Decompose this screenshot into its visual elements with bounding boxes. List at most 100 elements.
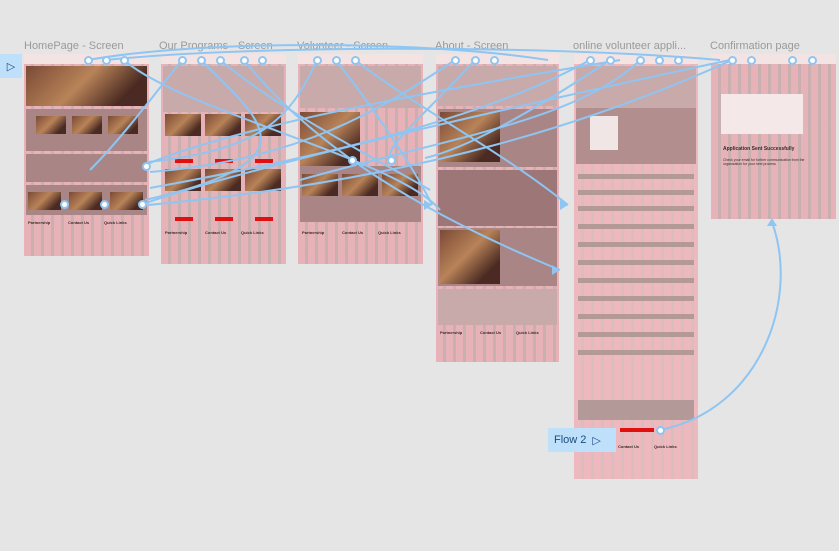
- frame-application[interactable]: Partnership Contact Us Quick Links: [574, 54, 698, 479]
- form-field[interactable]: [578, 174, 694, 179]
- program-image: [205, 169, 241, 191]
- play-icon: ▷: [592, 434, 601, 447]
- program-image: [205, 114, 241, 136]
- volunteer-image: [28, 192, 61, 210]
- interaction-node[interactable]: [197, 56, 206, 65]
- form-field[interactable]: [578, 350, 694, 355]
- form-field[interactable]: [578, 260, 694, 265]
- frame-title-homepage[interactable]: HomePage - Screen: [24, 40, 124, 52]
- flow-2-label: Flow 2: [554, 434, 587, 446]
- impact-section: [438, 289, 557, 325]
- footer-quicklinks: Quick Links: [378, 230, 401, 235]
- interaction-node[interactable]: [586, 56, 595, 65]
- form-field[interactable]: [578, 332, 694, 337]
- interaction-node[interactable]: [471, 56, 480, 65]
- footer-partnership: Partnership: [440, 330, 463, 335]
- frame-title-volunteer[interactable]: Volunteer - Screen: [297, 40, 389, 52]
- interaction-node[interactable]: [655, 56, 664, 65]
- interaction-node[interactable]: [178, 56, 187, 65]
- about-header: [438, 66, 557, 106]
- interaction-node[interactable]: [332, 56, 341, 65]
- submit-application-button[interactable]: [620, 428, 654, 432]
- interaction-node[interactable]: [102, 56, 111, 65]
- footer-quicklinks: Quick Links: [104, 220, 127, 225]
- message-field[interactable]: [578, 400, 694, 420]
- story-image: [440, 112, 500, 162]
- frame-confirmation[interactable]: Application Sent Successfully Check your…: [711, 54, 836, 219]
- frame-title-confirmation[interactable]: Confirmation page: [710, 40, 800, 52]
- interaction-node[interactable]: [138, 200, 147, 209]
- frame-programs[interactable]: Partnership Contact Us Quick Links: [161, 54, 286, 264]
- envelope-icon: [721, 94, 803, 134]
- footer-contact: Contact Us: [68, 220, 90, 225]
- hero-image: [26, 66, 147, 106]
- interaction-node[interactable]: [142, 162, 151, 171]
- interaction-node[interactable]: [728, 56, 737, 65]
- footer-partnership: Partnership: [28, 220, 51, 225]
- interaction-node[interactable]: [788, 56, 797, 65]
- form-field[interactable]: [578, 296, 694, 301]
- interaction-node[interactable]: [656, 426, 665, 435]
- form-field[interactable]: [578, 242, 694, 247]
- interaction-node[interactable]: [120, 56, 129, 65]
- volunteer-image: [382, 174, 418, 196]
- form-field[interactable]: [578, 190, 694, 195]
- interaction-node[interactable]: [606, 56, 615, 65]
- volunteer-image: [302, 174, 338, 196]
- frame-about[interactable]: Partnership Contact Us Quick Links: [436, 54, 559, 362]
- program-image: [245, 114, 281, 136]
- programs-header: [163, 66, 284, 112]
- read-more-button[interactable]: [215, 217, 233, 221]
- form-field[interactable]: [578, 206, 694, 211]
- footer-contact: Contact Us: [618, 444, 640, 449]
- interaction-node[interactable]: [313, 56, 322, 65]
- interaction-node[interactable]: [60, 200, 69, 209]
- interaction-node[interactable]: [100, 200, 109, 209]
- interaction-node[interactable]: [387, 156, 396, 165]
- volunteer-header: [300, 66, 421, 108]
- read-more-button[interactable]: [215, 159, 233, 163]
- interaction-node[interactable]: [636, 56, 645, 65]
- interaction-node[interactable]: [348, 156, 357, 165]
- read-more-button[interactable]: [255, 217, 273, 221]
- interaction-node[interactable]: [747, 56, 756, 65]
- program-image: [165, 169, 201, 191]
- play-icon: ▷: [6, 60, 16, 73]
- mission-section: [438, 170, 557, 226]
- footer-partnership: Partnership: [302, 230, 325, 235]
- interaction-node[interactable]: [808, 56, 817, 65]
- read-more-button[interactable]: [255, 159, 273, 163]
- frame-title-application[interactable]: online volunteer appli...: [573, 40, 687, 52]
- interaction-node[interactable]: [258, 56, 267, 65]
- nav-bar: [711, 54, 836, 64]
- frame-volunteer[interactable]: Partnership Contact Us Quick Links: [298, 54, 423, 264]
- interaction-node[interactable]: [490, 56, 499, 65]
- frame-homepage[interactable]: Partnership Contact Us Quick Links: [24, 54, 149, 256]
- flow-start-button[interactable]: ▷: [0, 54, 22, 78]
- hands-icon: [590, 116, 618, 150]
- flow-2-button[interactable]: Flow 2 ▷: [548, 428, 616, 452]
- interaction-node[interactable]: [351, 56, 360, 65]
- volunteer-image: [342, 174, 378, 196]
- footer-contact: Contact Us: [342, 230, 364, 235]
- confirmation-body: Check your email for further communicati…: [723, 158, 805, 166]
- read-more-button[interactable]: [175, 159, 193, 163]
- interaction-node[interactable]: [451, 56, 460, 65]
- interaction-node[interactable]: [240, 56, 249, 65]
- footer-contact: Contact Us: [205, 230, 227, 235]
- footer-quicklinks: Quick Links: [654, 444, 677, 449]
- volunteer-image: [69, 192, 102, 210]
- form-field[interactable]: [578, 224, 694, 229]
- interaction-node[interactable]: [216, 56, 225, 65]
- interaction-node[interactable]: [674, 56, 683, 65]
- layout-grid: [711, 54, 836, 219]
- frame-title-about[interactable]: About - Screen: [435, 40, 509, 52]
- application-header: [576, 66, 696, 108]
- frame-title-programs[interactable]: Our Programs - Screen: [159, 40, 273, 52]
- form-field[interactable]: [578, 278, 694, 283]
- form-field[interactable]: [578, 314, 694, 319]
- read-more-button[interactable]: [175, 217, 193, 221]
- program-image: [245, 169, 281, 191]
- confirmation-heading: Application Sent Successfully: [723, 146, 795, 152]
- interaction-node[interactable]: [84, 56, 93, 65]
